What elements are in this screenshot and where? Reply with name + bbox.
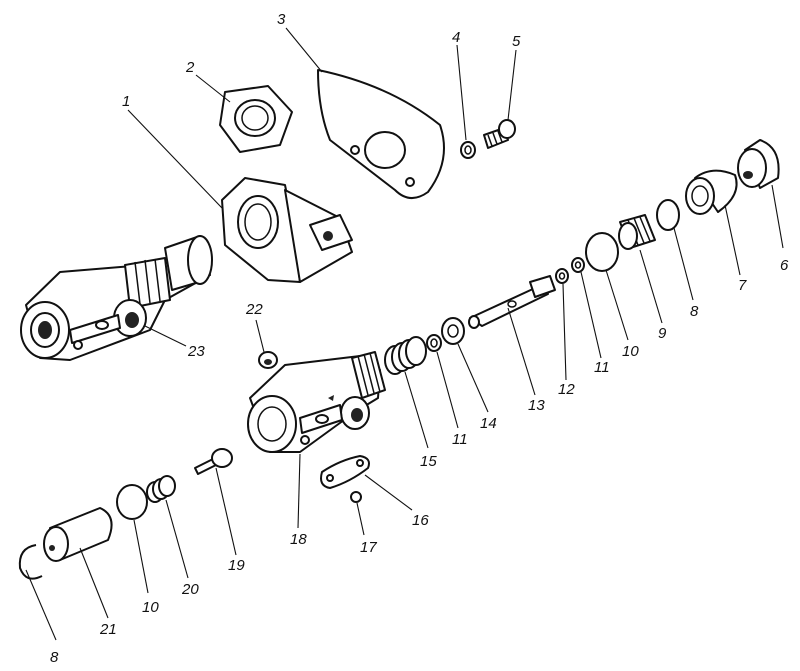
callout-17: 17 — [360, 539, 377, 556]
part-11-ring-upper — [571, 257, 585, 273]
part-4-washer — [460, 141, 476, 159]
callout-20: 20 — [181, 581, 199, 598]
callout-2: 2 — [185, 59, 195, 76]
callout-13: 13 — [528, 397, 545, 414]
callout-9: 9 — [658, 325, 667, 342]
part-19-pin — [194, 448, 233, 475]
leader-lines — [25, 27, 784, 641]
callout-8-lower: 8 — [50, 649, 59, 666]
part-14-washer — [441, 317, 465, 345]
part-7-boot — [685, 169, 738, 215]
callout-18: 18 — [290, 531, 307, 548]
part-15-spring — [384, 336, 427, 375]
part-5-screw — [483, 119, 516, 149]
part-21-piston — [43, 507, 113, 562]
part-10-o-ring-lower — [116, 484, 148, 520]
part-12-ring — [555, 268, 569, 284]
callout-22: 22 — [245, 301, 263, 318]
part-13-shaft — [468, 275, 556, 329]
callout-10-upper: 10 — [622, 343, 639, 360]
part-8-retaining-ring-lower — [18, 544, 43, 580]
callout-7: 7 — [738, 277, 747, 294]
callout-12: 12 — [558, 381, 575, 398]
part-22-plug — [258, 351, 278, 369]
part-3-gasket — [317, 69, 445, 199]
callout-15: 15 — [420, 453, 437, 470]
part-20-spring — [146, 475, 176, 503]
callout-19: 19 — [228, 557, 245, 574]
part-16-plate — [320, 455, 370, 489]
callout-3: 3 — [277, 11, 286, 28]
part-6-cap — [737, 139, 780, 189]
part-8-retaining-ring-upper — [656, 199, 680, 231]
callout-6: 6 — [780, 257, 789, 274]
part-9-plug — [618, 214, 656, 250]
part-1-bracket — [221, 177, 353, 283]
callout-21: 21 — [99, 621, 117, 638]
callout-14: 14 — [480, 415, 497, 432]
part-18-valve-body — [247, 351, 386, 453]
callout-labels: 1 2 3 4 5 6 7 8 9 10 11 12 13 14 11 15 1… — [50, 11, 789, 666]
callout-16: 16 — [412, 512, 429, 529]
callout-8-upper: 8 — [690, 303, 699, 320]
part-23-valve-assembly — [20, 235, 213, 361]
callout-1: 1 — [122, 93, 130, 110]
part-11-ring-lower — [426, 334, 442, 352]
callout-10-lower: 10 — [142, 599, 159, 616]
callout-5: 5 — [512, 33, 521, 50]
callout-11-lower: 11 — [452, 431, 468, 448]
part-17-ball — [350, 491, 362, 503]
callout-23: 23 — [187, 343, 205, 360]
callout-4: 4 — [452, 29, 460, 46]
part-10-o-ring-upper — [585, 232, 619, 272]
callout-11-upper: 11 — [594, 359, 610, 376]
part-2-hex-nut — [219, 85, 293, 153]
